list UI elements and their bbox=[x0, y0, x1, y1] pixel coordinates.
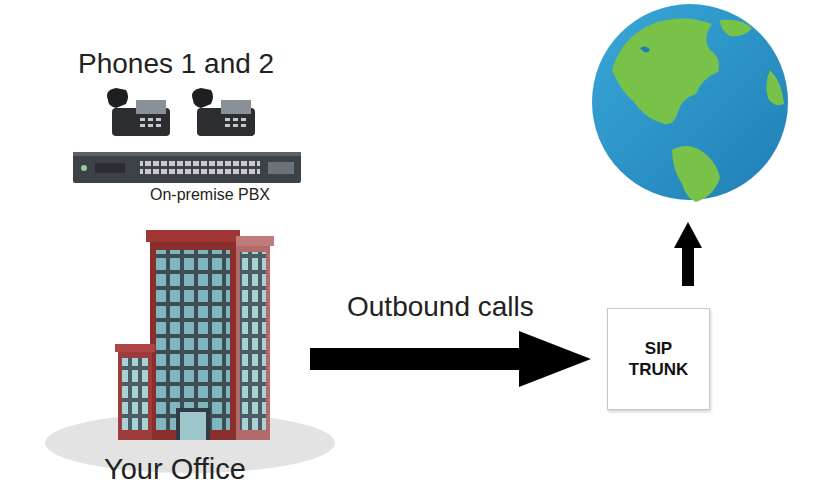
office-caption: Your Office bbox=[104, 453, 246, 486]
office-building bbox=[45, 230, 335, 473]
phone-icon bbox=[192, 88, 255, 136]
pbx-switch bbox=[73, 152, 301, 183]
pbx-label: On-premise PBX bbox=[150, 186, 270, 204]
office-node: Your Office bbox=[40, 226, 310, 492]
up-arrow bbox=[674, 222, 702, 286]
globe-illustration bbox=[592, 4, 788, 202]
box-text: SIP TRUNK bbox=[623, 338, 695, 381]
trunk-box: SIP TRUNK bbox=[607, 308, 710, 410]
edge-label: Outbound calls bbox=[347, 291, 534, 323]
pbx-caption: Phones 1 and 2 bbox=[78, 48, 274, 80]
flow-arrow bbox=[310, 331, 591, 387]
phone-icon bbox=[107, 88, 170, 136]
